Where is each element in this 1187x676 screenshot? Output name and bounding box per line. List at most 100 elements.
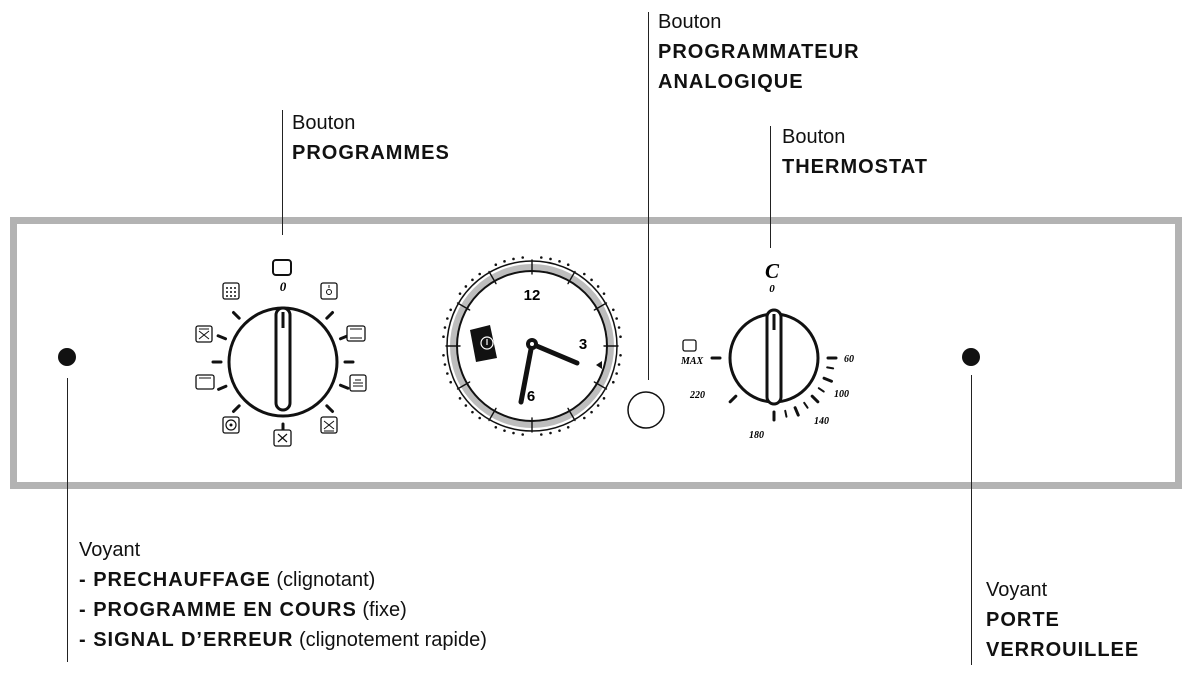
clock-tick-dot [471,410,474,414]
thermostat-tick [817,387,825,393]
clock-tick-dot [494,426,498,429]
clock-tick-dot [446,317,449,320]
clock-tick-dot [521,256,524,259]
clock-tick-dot [617,363,621,366]
programme-tick [338,383,350,390]
fan-icon [273,429,292,447]
clock-tick-dot [503,260,506,263]
clock-tick-dot [494,263,498,266]
label-programmes-prefix: Bouton [292,112,356,134]
label-thermostat-prefix: Bouton [782,126,846,148]
clock-tick-dot [596,285,600,288]
label-programmer-prefix: Bouton [658,11,722,33]
clock-tick-major [593,381,608,390]
clock-number-3: 3 [579,336,587,353]
clock-tick-dot [478,272,481,276]
clock-pointer-icon [596,361,602,369]
thermostat-140-label: 140 [814,416,829,427]
thermostat-180-label: 180 [749,430,764,441]
programme-tick [232,311,241,320]
thermostat-tick [793,406,800,417]
programme-tick [216,334,228,341]
right-light-title: Voyant [986,579,1048,601]
thermostat-zero-label: 0 [769,283,775,295]
thermostat-tick [826,366,835,370]
clock-number-12: 12 [524,287,541,304]
grill-icon [222,282,240,300]
thermostat-tick-marks [710,356,838,422]
leader-line-thermostat [770,126,771,248]
thermostat-220-label: 220 [689,390,705,401]
clock-tick-dot [566,426,570,429]
clock-tick-dot [478,416,481,420]
thermostat-60-label: 60 [844,354,854,365]
manual-mode-icon [470,325,497,362]
clock-tick-dot [615,317,618,320]
programme-tick [217,384,228,391]
clock-tick-marks [442,256,622,436]
clock-tick-dot [596,404,600,407]
clock-tick-major [488,407,497,422]
clock-hands [518,338,580,405]
clock-tick-dot [442,335,445,338]
clock-tick-dot [583,416,586,420]
left-light-title: Voyant [79,539,141,561]
fan-grill-icon [195,325,213,343]
clock-tick-dot [549,431,552,435]
right-light-line2: VERROUILLEE [986,639,1140,661]
clock-tick-dot [464,285,468,288]
left-light-line: - PRECHAUFFAGE (clignotant) [79,569,376,591]
left-light-line: - SIGNAL D’ERREUR (clignotement rapide) [79,629,487,651]
programme-tick [325,311,334,320]
clock-tick-dot [549,257,552,261]
left-light-line: - PROGRAMME EN COURS (fixe) [79,599,407,621]
clock-number-6: 6 [527,388,535,405]
clock-tick-dot [590,410,593,414]
clock-tick-dot [503,429,506,432]
clock-tick-dot [540,433,543,436]
label-left-light: Voyant - PRECHAUFFAGE (clignotant) - PRO… [79,535,487,655]
clock-tick-dot [443,363,447,366]
clock-tick-major [567,407,576,422]
programme-tick-marks [211,311,355,434]
label-right-light: Voyant PORTE VERROUILLEE [986,575,1139,665]
right-light-line1: PORTE [986,609,1060,631]
clock-tick-dot [540,256,543,259]
control-panel [10,217,1182,489]
programmer-push-button[interactable] [627,391,665,429]
off-icon [272,259,292,276]
clock-tick-dot [443,326,447,329]
programme-zero-label: 0 [280,279,287,294]
max-icon [682,339,697,352]
programme-knob[interactable] [227,306,339,418]
thermostat-knob[interactable] [728,308,820,406]
thermostat-unit-label: C [765,259,780,283]
clock-tick-major [456,302,471,311]
door-lock-indicator-light [962,348,980,366]
lamp-icon [320,282,338,300]
clock-tick-dot [558,429,561,432]
clock-tick-dot [590,278,593,282]
clock-tick-dot [617,326,621,329]
clock-tick-dot [558,260,561,263]
clock-tick-major [456,381,471,390]
label-programmer-name-2: ANALOGIQUE [658,71,804,93]
thermostat-tick [803,401,809,409]
leader-line-left-light [67,378,68,662]
label-thermostat-name: THERMOSTAT [782,156,928,178]
clock-tick-dot [446,372,449,375]
leader-line-programmer [648,12,649,380]
clock-tick-dot [471,278,474,282]
thermostat-tick [728,394,738,404]
label-programmes-name: PROGRAMMES [292,142,450,164]
clock-tick-dot [512,431,515,435]
leader-line-programmes [282,110,283,235]
clock-tick-dot [442,354,445,357]
clock-tick-major [488,270,497,285]
clock-tick-dot [458,292,462,295]
label-programmes: Bouton PROGRAMMES [292,108,450,168]
clock-tick-dot [612,308,615,312]
top-bottom-heat-icon [346,325,366,342]
clock-tick-dot [615,372,618,375]
